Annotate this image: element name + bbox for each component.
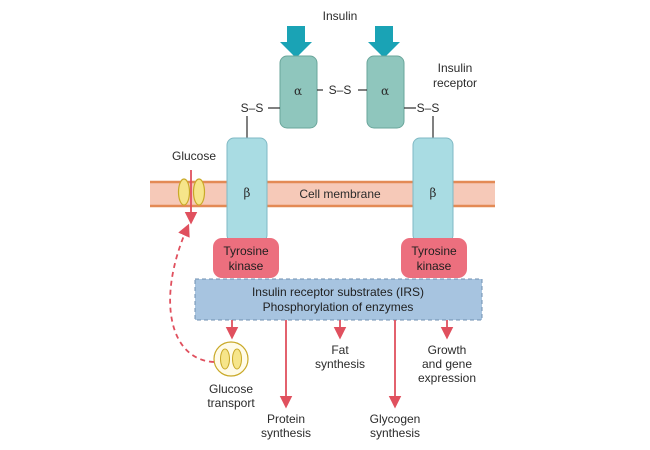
insulin-molecule-right: [368, 26, 400, 58]
glucose-channel: [177, 170, 206, 225]
tyrosine-kinase-right-line2: kinase: [417, 259, 452, 273]
protein-synthesis-label-line1: Protein: [267, 412, 305, 426]
disulfide-label-left: S–S: [241, 101, 264, 115]
glucose-transport-label-line1: Glucose: [209, 382, 253, 396]
alpha-subunit-right: [366, 55, 405, 129]
irs-box: [194, 278, 483, 321]
disulfide-label-right: S–S: [417, 101, 440, 115]
effect-arrows: [225, 320, 454, 409]
alpha-label-right: α: [381, 84, 389, 98]
tyrosine-kinase-right-line1: Tyrosine: [411, 244, 457, 258]
disulfide-bonds: [246, 89, 434, 138]
growth-label-line1: Growth: [428, 343, 467, 357]
irs-label-line2: Phosphorylation of enzymes: [263, 300, 414, 314]
glycogen-synthesis-label-line1: Glycogen: [370, 412, 421, 426]
glucose-label: Glucose: [172, 149, 216, 163]
insulin-receptor-label-line2: receptor: [433, 76, 477, 90]
irs-label-line1: Insulin receptor substrates (IRS): [252, 285, 424, 299]
growth-label-line2: and gene: [422, 357, 472, 371]
cell-membrane-label: Cell membrane: [299, 187, 381, 201]
tyrosine-kinase-left-line2: kinase: [229, 259, 264, 273]
glycogen-synthesis-label-line2: synthesis: [370, 426, 420, 440]
glucose-transport-return-arrow: [169, 223, 215, 363]
beta-label-right: β: [430, 186, 437, 200]
insulin-receptor-label-line1: Insulin: [438, 61, 473, 75]
insulin-label: Insulin: [323, 9, 358, 23]
tyrosine-kinase-left: [213, 238, 279, 278]
glucose-transport-label-line2: transport: [207, 396, 255, 410]
fat-synthesis-label-line2: synthesis: [315, 357, 365, 371]
protein-synthesis-label-line2: synthesis: [261, 426, 311, 440]
tyrosine-kinase-left-line1: Tyrosine: [223, 244, 269, 258]
disulfide-label-center: S–S: [329, 83, 352, 97]
beta-label-left: β: [244, 186, 251, 200]
fat-synthesis-label-line1: Fat: [331, 343, 349, 357]
tyrosine-kinase-right: [401, 238, 467, 278]
insulin-molecule-left: [280, 26, 312, 58]
glucose-transporter-vesicle: [213, 341, 249, 377]
alpha-label-left: α: [294, 84, 302, 98]
growth-label-line3: expression: [418, 371, 476, 385]
alpha-subunit-left: [279, 55, 318, 129]
